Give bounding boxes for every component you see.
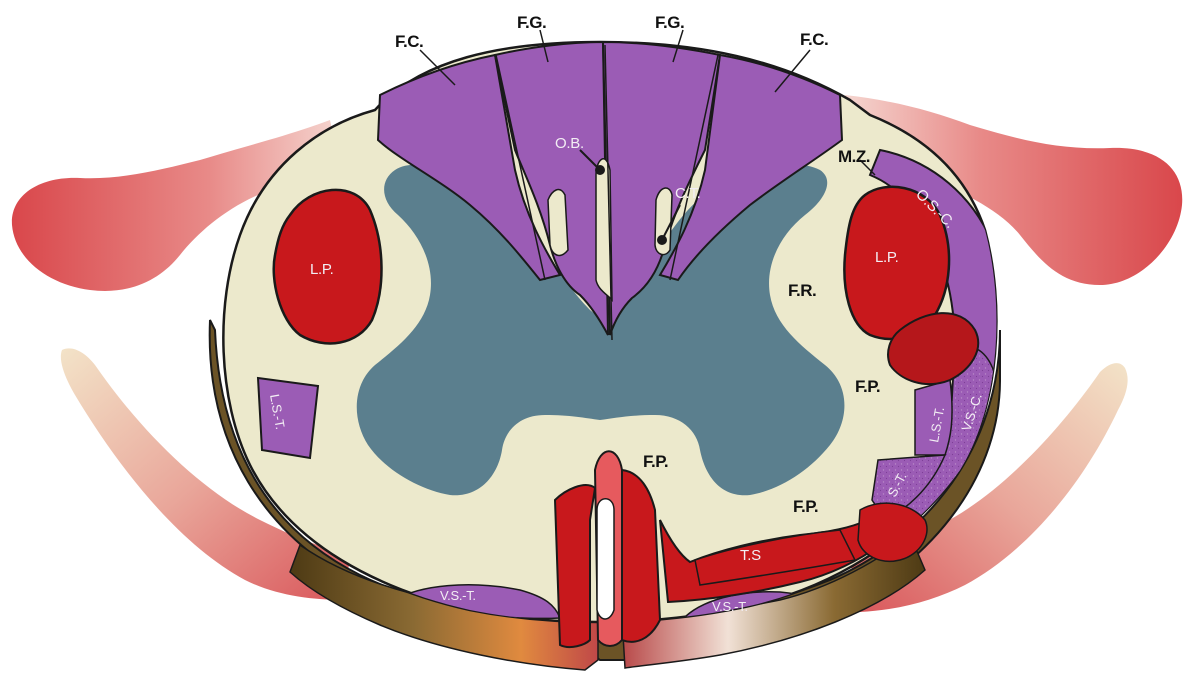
label-fc-right: F.C. bbox=[800, 30, 828, 49]
label-fg-left: F.G. bbox=[517, 13, 546, 32]
cavity-left bbox=[548, 190, 568, 256]
label-fr: F.R. bbox=[788, 281, 816, 300]
label-vst-left: V.S.-T. bbox=[440, 588, 476, 603]
label-ct: C.T. bbox=[675, 185, 700, 202]
label-lp-right: L.P. bbox=[875, 249, 899, 266]
label-fp-right-upper: F.P. bbox=[855, 377, 880, 396]
label-fg-right: F.G. bbox=[655, 13, 684, 32]
label-ob: O.B. bbox=[555, 135, 584, 152]
label-lp-left: L.P. bbox=[310, 261, 334, 278]
label-ts: T.S bbox=[740, 547, 761, 564]
label-fp-right-lower: F.P. bbox=[793, 497, 818, 516]
lateral-spinothalamic-tract-left bbox=[258, 378, 318, 458]
label-fc-left: F.C. bbox=[395, 32, 423, 51]
label-vst-right: V.S.-T. bbox=[712, 599, 748, 614]
label-mz: M.Z. bbox=[838, 147, 870, 166]
label-fp-center: F.P. bbox=[643, 452, 668, 471]
